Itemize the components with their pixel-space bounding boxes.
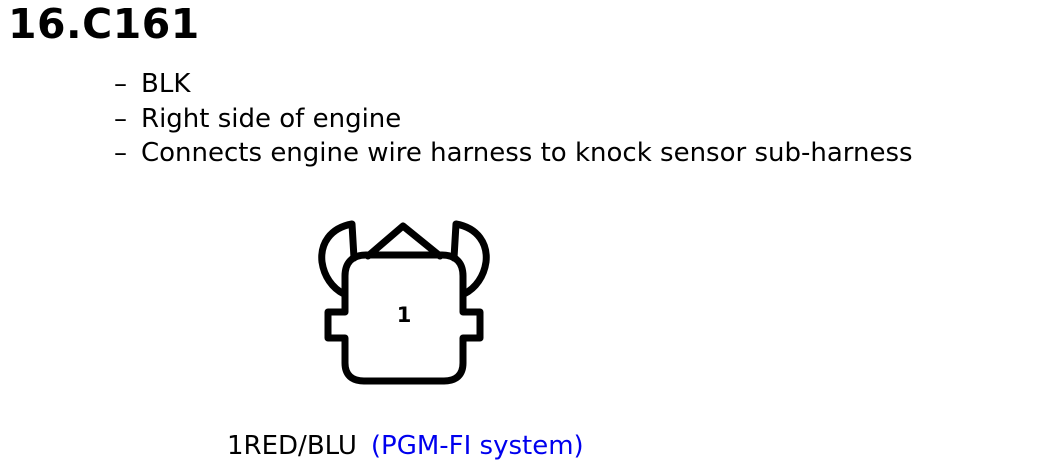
right-latch-ear <box>450 220 490 298</box>
pin-wire-color: 1RED/BLU <box>227 431 357 461</box>
detail-connection: –Connects engine wire harness to knock s… <box>114 138 913 168</box>
pin-label: 1 <box>397 303 412 327</box>
wire-info: 1RED/BLU (PGM-FI system) <box>227 432 584 461</box>
detail-color-text: BLK <box>141 69 191 99</box>
connector-details-list: –BLK –Right side of engine –Connects eng… <box>114 67 913 171</box>
connector-title: 16.C161 <box>8 0 200 48</box>
connector-face-diagram: 1 <box>318 220 490 385</box>
connector-key <box>364 222 444 260</box>
detail-location-text: Right side of engine <box>141 103 402 134</box>
system-link[interactable]: (PGM-FI system) <box>370 431 584 461</box>
connector-housing <box>324 251 484 385</box>
left-latch-ear <box>318 220 358 298</box>
detail-location: –Right side of engine <box>114 103 402 134</box>
detail-connection-text: Connects engine wire harness to knock se… <box>141 138 913 168</box>
detail-color: –BLK <box>114 69 191 99</box>
